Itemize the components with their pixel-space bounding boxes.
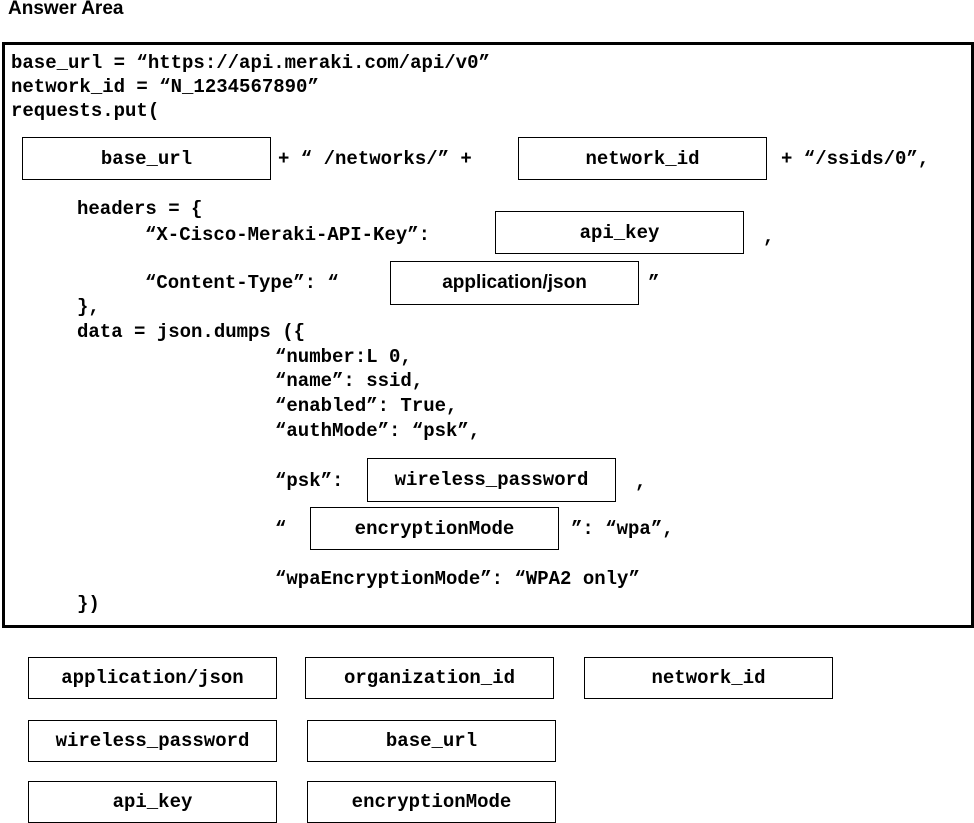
code-enabled: “enabled”: True,	[275, 395, 458, 417]
base-url-slot[interactable]: base_url	[22, 137, 271, 180]
code-line-base-url: base_url = “https://api.meraki.com/api/v…	[11, 52, 490, 74]
option-organization-id[interactable]: organization_id	[305, 657, 554, 699]
code-number: “number:L 0,	[275, 346, 412, 368]
encryption-slot[interactable]: encryptionMode	[310, 507, 559, 550]
option-application-json[interactable]: application/json	[28, 657, 277, 699]
code-authmode: “authMode”: “psk”,	[275, 420, 481, 442]
code-psk-comma: ,	[635, 471, 647, 493]
code-content-type-label: “Content-Type”: “	[145, 272, 339, 294]
code-headers-open: headers = {	[77, 198, 203, 220]
code-open-quote: “	[275, 518, 287, 540]
api-key-slot[interactable]: api_key	[495, 211, 744, 254]
answer-area-title: Answer Area	[8, 0, 124, 19]
option-encryption-mode[interactable]: encryptionMode	[307, 781, 556, 823]
network-id-slot[interactable]: network_id	[518, 137, 767, 180]
code-line-network-id: network_id = “N_1234567890”	[11, 76, 319, 98]
code-headers-close: },	[77, 296, 100, 318]
code-networks-path: + “ /networks/” +	[278, 148, 472, 170]
code-name: “name”: ssid,	[275, 370, 424, 392]
option-wireless-password[interactable]: wireless_password	[28, 720, 277, 762]
code-comma: ,	[763, 226, 775, 248]
code-line-requests-put: requests.put(	[11, 100, 160, 122]
option-network-id[interactable]: network_id	[584, 657, 833, 699]
code-ssids-path: + “/ssids/0”,	[781, 148, 930, 170]
option-api-key[interactable]: api_key	[28, 781, 277, 823]
code-psk-label: “psk”:	[275, 470, 344, 492]
code-enc-tail: ”: “wpa”,	[571, 518, 674, 540]
psk-slot[interactable]: wireless_password	[367, 458, 616, 502]
code-data-open: data = json.dumps ({	[77, 321, 306, 343]
code-wpa-mode: “wpaEncryptionMode”: “WPA2 only”	[275, 568, 640, 590]
answer-area: base_url = “https://api.meraki.com/api/v…	[2, 42, 974, 628]
code-close: })	[77, 593, 100, 615]
code-api-key-label: “X-Cisco-Meraki-API-Key”:	[145, 224, 431, 246]
code-close-quote: ”	[648, 272, 660, 294]
option-base-url[interactable]: base_url	[307, 720, 556, 762]
content-type-slot[interactable]: application/json	[390, 261, 639, 305]
